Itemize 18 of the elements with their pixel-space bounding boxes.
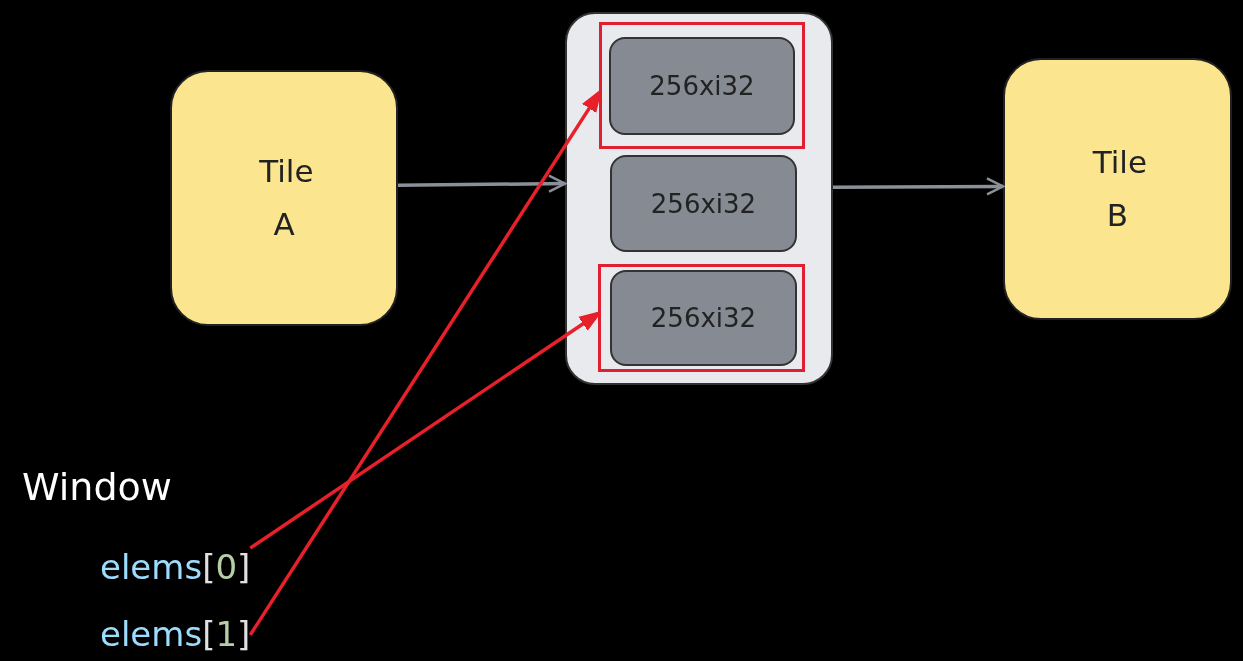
code-text: elems[1] [100, 612, 251, 656]
block-label: 256xi32 [649, 71, 755, 101]
block-label: 256xi32 [650, 188, 757, 219]
container-box [565, 12, 833, 385]
arrow [398, 174, 567, 193]
arrow [249, 311, 601, 550]
highlight-frame [599, 22, 805, 149]
tile-box [1003, 58, 1232, 320]
data-block [609, 37, 795, 135]
data-block [610, 270, 797, 366]
code-text: elems[0] [100, 545, 251, 589]
highlight-frame [598, 264, 805, 372]
data-block [610, 155, 797, 252]
arrow [833, 177, 1005, 196]
arrow [248, 90, 602, 636]
block-label: 256xi32 [650, 303, 757, 333]
section-heading: Window [22, 465, 172, 509]
tile-box [170, 70, 398, 326]
